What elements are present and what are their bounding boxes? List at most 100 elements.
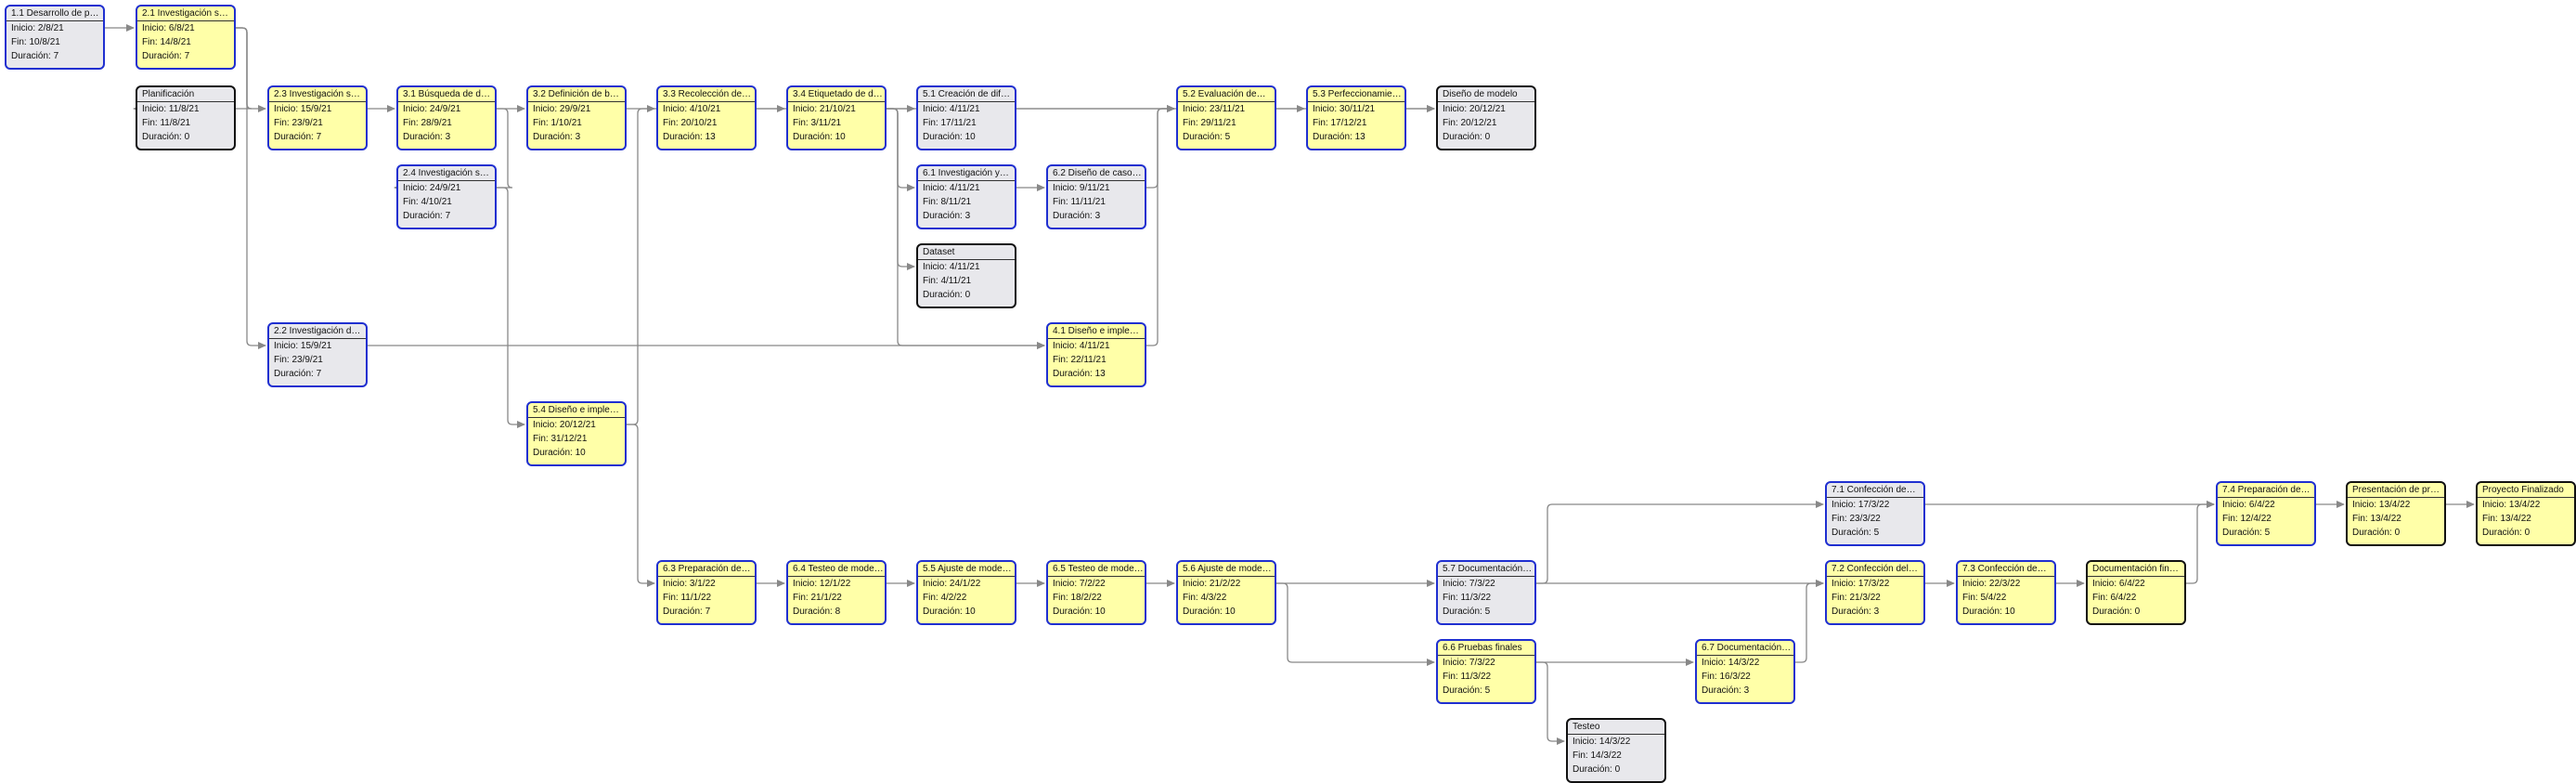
start-label: Inicio:: [663, 104, 690, 114]
task-node-n32[interactable]: 3.2 Definición de b… Inicio: 29/9/21 Fin…: [526, 85, 627, 150]
task-node-n33[interactable]: 3.3 Recolección de… Inicio: 4/10/21 Fin:…: [656, 85, 757, 150]
task-node-n21[interactable]: 2.1 Investigación s… Inicio: 6/8/21 Fin:…: [136, 5, 236, 70]
duration-value: 3: [964, 211, 971, 221]
task-title: 6.2 Diseño de caso…: [1048, 166, 1145, 181]
task-duration: Duración: 7: [398, 209, 495, 223]
start-value: 6/4/22: [2118, 579, 2145, 589]
task-node-npres[interactable]: Presentación de pr… Inicio: 13/4/22 Fin:…: [2346, 481, 2446, 546]
end-label: Fin:: [2222, 514, 2241, 524]
duration-value: 3: [445, 132, 451, 142]
task-node-ndis[interactable]: Diseño de modelo Inicio: 20/12/21 Fin: 2…: [1436, 85, 1536, 150]
start-value: 3/1/22: [689, 579, 716, 589]
task-node-n64[interactable]: 6.4 Testeo de mode… Inicio: 12/1/22 Fin:…: [786, 560, 887, 625]
task-node-n66[interactable]: 6.6 Pruebas finales Inicio: 7/3/22 Fin: …: [1436, 639, 1536, 704]
task-node-n62[interactable]: 6.2 Diseño de caso… Inicio: 9/11/21 Fin:…: [1046, 164, 1146, 229]
duration-value: 3: [1743, 685, 1750, 696]
end-label: Fin:: [403, 197, 421, 207]
task-node-n55[interactable]: 5.5 Ajuste de mode… Inicio: 24/1/22 Fin:…: [916, 560, 1016, 625]
task-end: Fin: 11/3/22: [1438, 670, 1534, 684]
end-label: Fin:: [1832, 593, 1850, 603]
end-value: 16/3/22: [1719, 672, 1751, 682]
start-value: 17/3/22: [1858, 579, 1890, 589]
edge-n54-ndis: [627, 105, 1435, 425]
task-title: 5.6 Ajuste de mode…: [1178, 562, 1275, 577]
end-value: 4/2/22: [940, 593, 967, 603]
duration-label: Duración:: [923, 132, 965, 142]
start-label: Inicio:: [1443, 579, 1469, 589]
end-label: Fin:: [1832, 514, 1850, 524]
end-label: Fin:: [2352, 514, 2371, 524]
task-node-n34[interactable]: 3.4 Etiquetado de d… Inicio: 21/10/21 Fi…: [786, 85, 887, 150]
duration-label: Duración:: [923, 607, 965, 617]
start-label: Inicio:: [1443, 658, 1469, 668]
end-label: Fin:: [1702, 672, 1720, 682]
task-node-ndocf[interactable]: Documentación fin… Inicio: 6/4/22 Fin: 6…: [2086, 560, 2186, 625]
end-label: Fin:: [533, 434, 551, 444]
start-value: 13/4/22: [2508, 500, 2541, 510]
start-value: 12/1/22: [819, 579, 851, 589]
task-node-n52[interactable]: 5.2 Evaluación de… Inicio: 23/11/21 Fin:…: [1176, 85, 1276, 150]
duration-value: 10: [835, 132, 846, 142]
duration-value: 5: [1873, 528, 1880, 538]
duration-label: Duración:: [1573, 764, 1615, 775]
task-node-n11[interactable]: 1.1 Desarrollo de p… Inicio: 2/8/21 Fin:…: [5, 5, 105, 70]
task-end: Fin: 11/11/21: [1048, 195, 1145, 209]
duration-label: Duración:: [142, 132, 185, 142]
task-node-n23[interactable]: 2.3 Investigación s… Inicio: 15/9/21 Fin…: [267, 85, 368, 150]
task-node-n24[interactable]: 2.4 Investigación s… Inicio: 24/9/21 Fin…: [396, 164, 497, 229]
task-node-n51[interactable]: 5.1 Creación de dif… Inicio: 4/11/21 Fin…: [916, 85, 1016, 150]
task-duration: Duración: 7: [6, 49, 103, 63]
task-node-n63[interactable]: 6.3 Preparación de… Inicio: 3/1/22 Fin: …: [656, 560, 757, 625]
task-title: 2.2 Investigación d…: [269, 324, 366, 339]
duration-label: Duración:: [2222, 528, 2265, 538]
task-node-n65[interactable]: 6.5 Testeo de mode… Inicio: 7/2/22 Fin: …: [1046, 560, 1146, 625]
start-label: Inicio:: [1443, 104, 1469, 114]
task-node-n41[interactable]: 4.1 Diseño e imple… Inicio: 4/11/21 Fin:…: [1046, 322, 1146, 387]
start-value: 9/11/21: [1079, 183, 1110, 193]
task-node-nproj[interactable]: Proyecto Finalizado Inicio: 13/4/22 Fin:…: [2476, 481, 2576, 546]
end-value: 21/1/22: [810, 593, 842, 603]
task-node-n71[interactable]: 7.1 Confección de… Inicio: 17/3/22 Fin: …: [1825, 481, 1925, 546]
duration-label: Duración:: [2352, 528, 2395, 538]
duration-value: 10: [1224, 607, 1236, 617]
task-duration: Duración: 3: [528, 130, 625, 144]
duration-value: 5: [1224, 132, 1231, 142]
task-node-n61[interactable]: 6.1 Investigación y… Inicio: 4/11/21 Fin…: [916, 164, 1016, 229]
duration-label: Duración:: [663, 132, 705, 142]
start-value: 4/11/21: [949, 104, 980, 114]
task-start: Inicio: 4/11/21: [1048, 339, 1145, 353]
task-node-n56[interactable]: 5.6 Ajuste de mode… Inicio: 21/2/22 Fin:…: [1176, 560, 1276, 625]
task-node-n74[interactable]: 7.4 Preparación de… Inicio: 6/4/22 Fin: …: [2216, 481, 2316, 546]
task-node-n72[interactable]: 7.2 Confección del… Inicio: 17/3/22 Fin:…: [1825, 560, 1925, 625]
task-node-n67[interactable]: 6.7 Documentación… Inicio: 14/3/22 Fin: …: [1695, 639, 1795, 704]
task-node-ntest[interactable]: Testeo Inicio: 14/3/22 Fin: 14/3/22 Dura…: [1566, 718, 1666, 783]
task-node-n54[interactable]: 5.4 Diseño e imple… Inicio: 20/12/21 Fin…: [526, 401, 627, 466]
duration-label: Duración:: [142, 51, 185, 61]
end-label: Fin:: [1183, 118, 1201, 128]
task-node-n31[interactable]: 3.1 Búsqueda de d… Inicio: 24/9/21 Fin: …: [396, 85, 497, 150]
start-label: Inicio:: [1573, 737, 1599, 747]
task-node-n22[interactable]: 2.2 Investigación d… Inicio: 15/9/21 Fin…: [267, 322, 368, 387]
task-end: Fin: 31/12/21: [528, 432, 625, 446]
start-value: 20/12/21: [559, 420, 596, 430]
end-value: 14/8/21: [160, 37, 191, 47]
duration-value: 13: [1354, 132, 1366, 142]
task-node-n57[interactable]: 5.7 Documentación… Inicio: 7/3/22 Fin: 1…: [1436, 560, 1536, 625]
edge-n56-n66: [1276, 582, 1435, 666]
duration-value: 5: [1484, 607, 1491, 617]
task-start: Inicio: 14/3/22: [1568, 735, 1664, 749]
end-label: Fin:: [1962, 593, 1981, 603]
start-value: 11/8/21: [168, 104, 200, 114]
task-node-n73[interactable]: 7.3 Confección de… Inicio: 22/3/22 Fin: …: [1956, 560, 2056, 625]
duration-label: Duración:: [1053, 369, 1095, 379]
start-label: Inicio:: [1183, 579, 1210, 589]
end-label: Fin:: [1313, 118, 1331, 128]
edge-n62-n52: [1146, 105, 1175, 189]
start-value: 4/11/21: [949, 262, 980, 272]
task-end: Fin: 23/9/21: [269, 353, 366, 367]
duration-label: Duración:: [1053, 607, 1095, 617]
task-node-ndata[interactable]: Dataset Inicio: 4/11/21 Fin: 4/11/21 Dur…: [916, 243, 1016, 308]
task-end: Fin: 18/2/22: [1048, 591, 1145, 605]
task-node-nplan[interactable]: Planificación Inicio: 11/8/21 Fin: 11/8/…: [136, 85, 236, 150]
task-node-n53[interactable]: 5.3 Perfecciona­mie… Inicio: 30/11/21 Fi…: [1306, 85, 1406, 150]
